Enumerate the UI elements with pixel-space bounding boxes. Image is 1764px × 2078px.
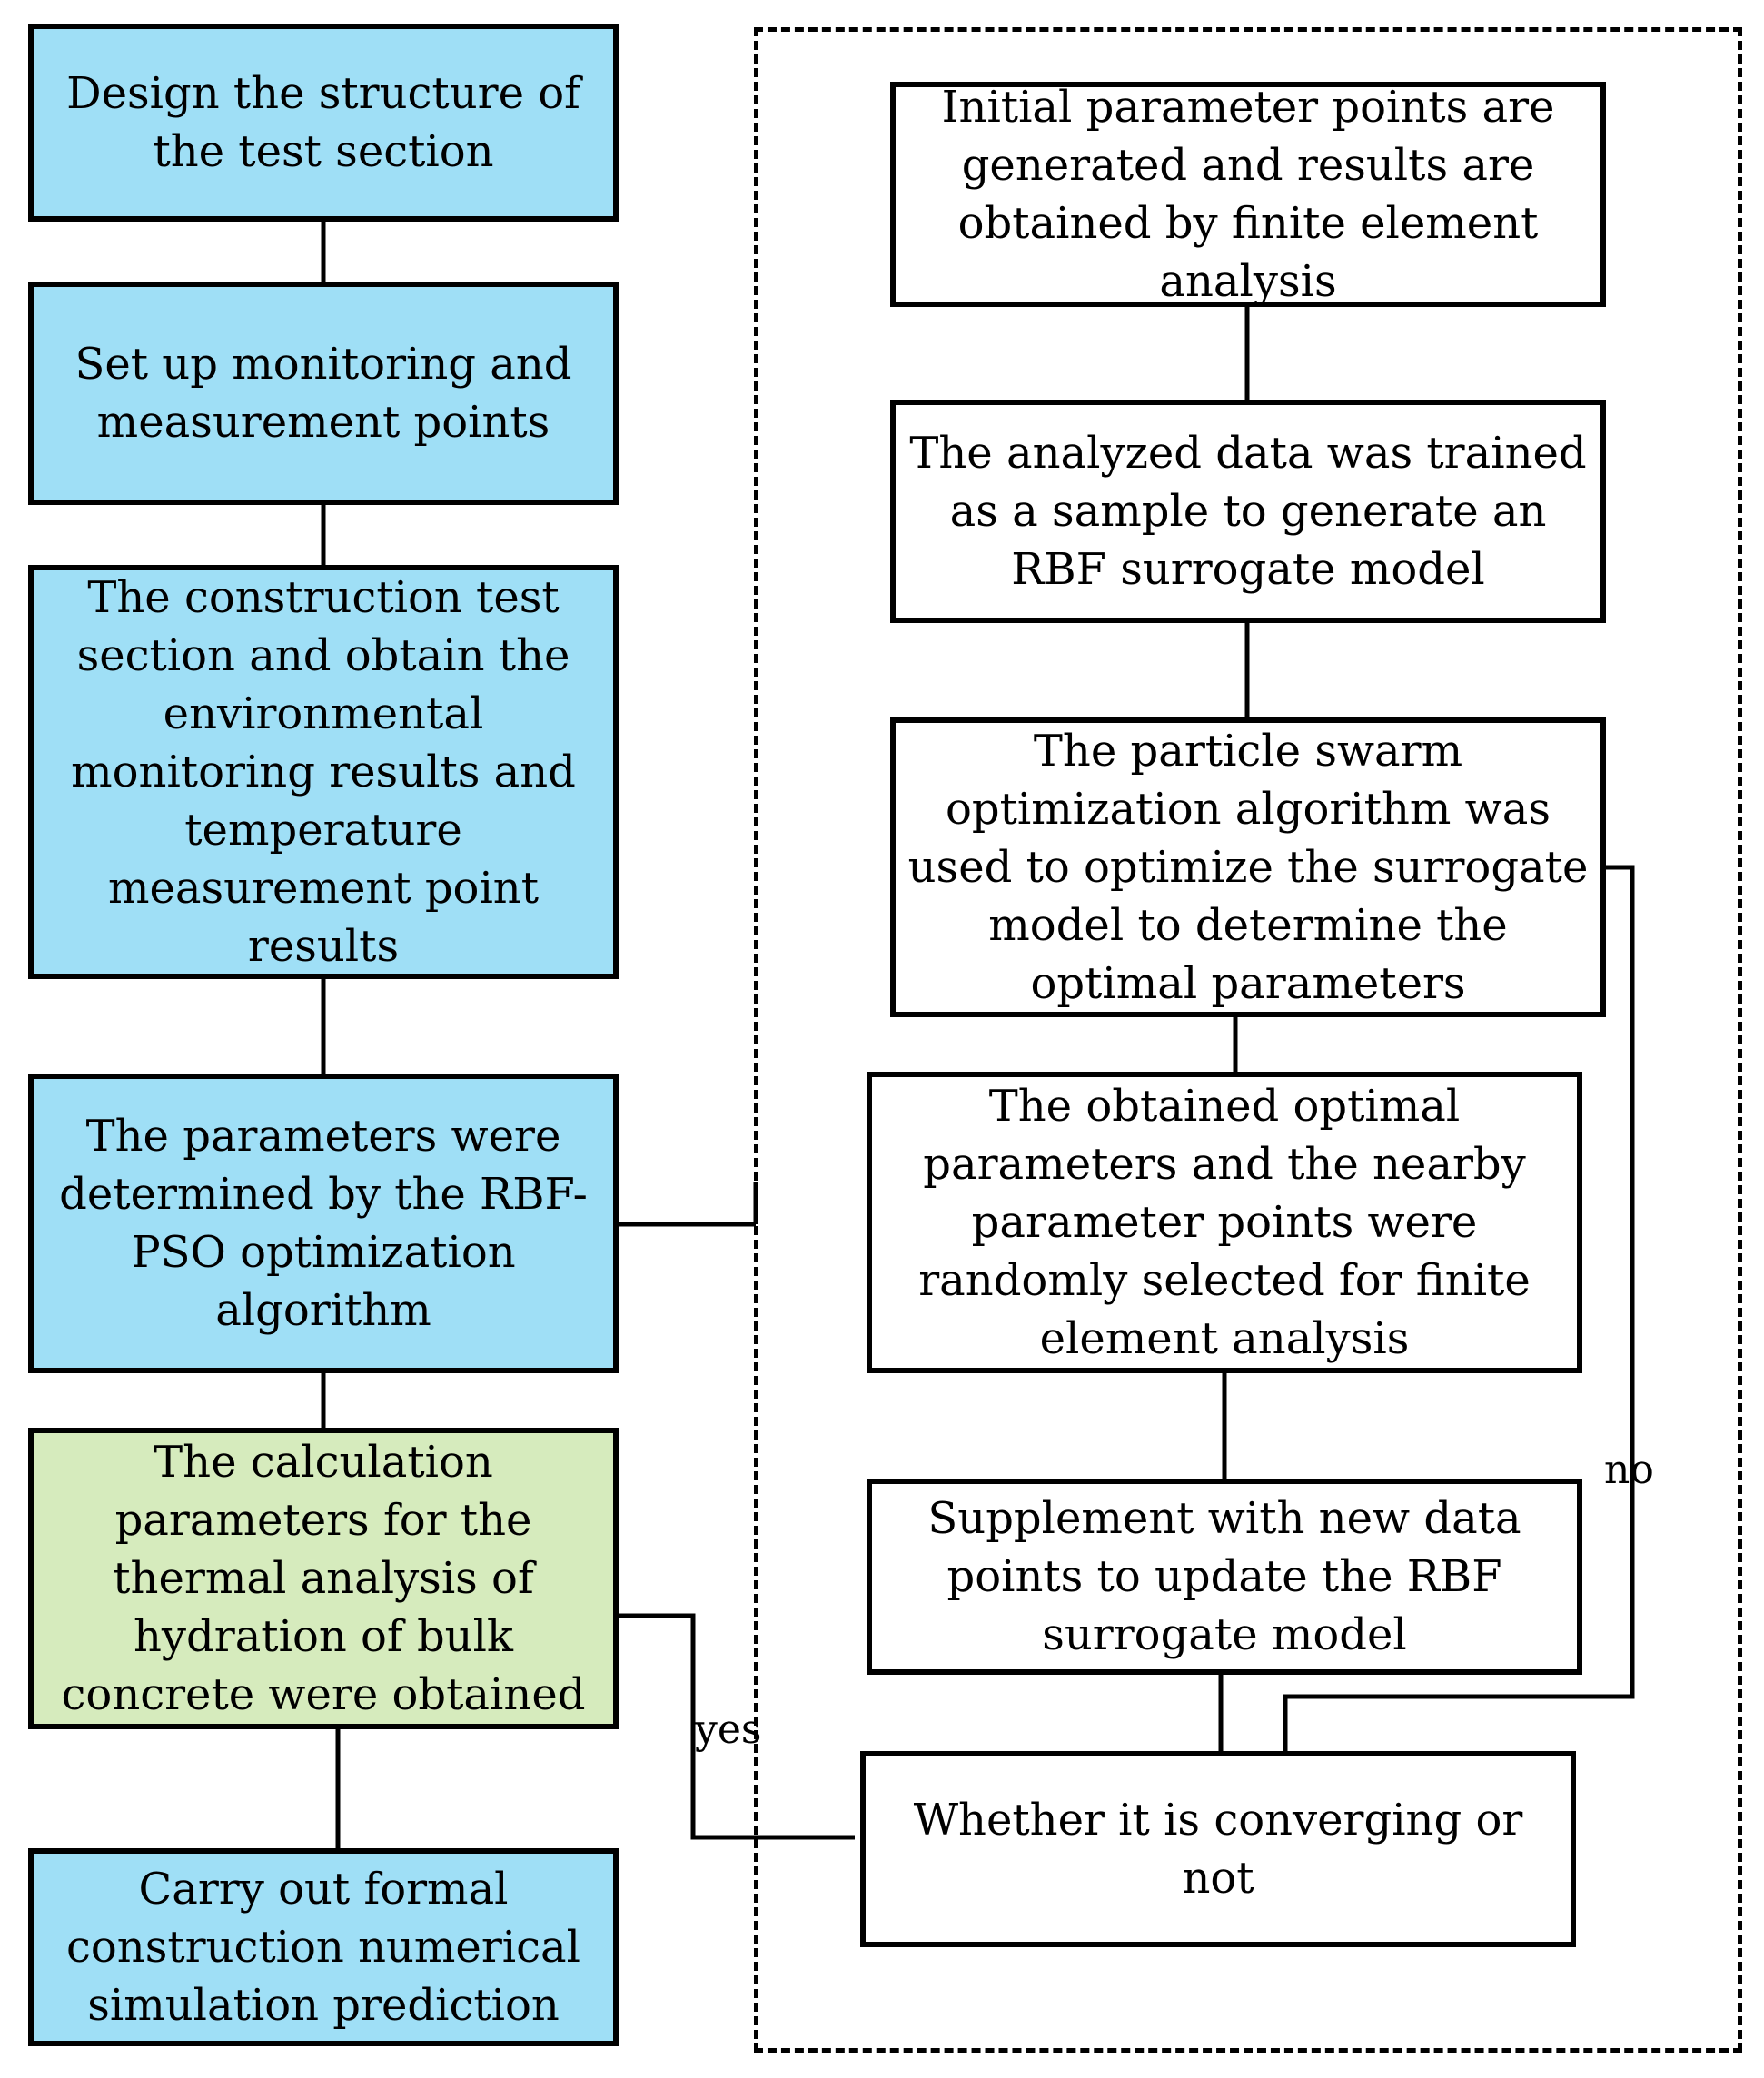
step-initial-parameter-points-text: Initial parameter points are generated a… <box>941 82 1555 307</box>
step-design-structure-text: Design the structure of the test section <box>66 68 580 177</box>
step-monitoring-points: Set up monitoring and measurement points <box>28 282 619 505</box>
step-formal-simulation-text: Carry out formal construction numerical … <box>66 1864 580 2031</box>
yes-label: yes <box>695 1707 762 1753</box>
step-convergence-check: Whether it is converging or not <box>860 1751 1576 1947</box>
step-rbf-pso-parameters-text: The parameters were determined by the RB… <box>59 1111 588 1336</box>
step-formal-simulation: Carry out formal construction numerical … <box>28 1848 619 2046</box>
step-pso-optimize-text: The particle swarm optimization algorith… <box>907 726 1589 1009</box>
step-calculation-parameters-text: The calculation parameters for the therm… <box>61 1437 586 1720</box>
step-calculation-parameters: The calculation parameters for the therm… <box>28 1428 619 1729</box>
step-pso-optimize: The particle swarm optimization algorith… <box>890 717 1606 1017</box>
yes-path-line <box>607 1613 855 1840</box>
step-construction-test-section: The construction test section and obtain… <box>28 565 619 979</box>
step-initial-parameter-points: Initial parameter points are generated a… <box>890 82 1606 307</box>
no-label: no <box>1604 1447 1654 1493</box>
step-update-rbf-model: Supplement with new data points to updat… <box>867 1479 1582 1675</box>
step-train-rbf-model: The analyzed data was trained as a sampl… <box>890 400 1606 623</box>
step-design-structure: Design the structure of the test section <box>28 24 619 222</box>
step-construction-test-section-text: The construction test section and obtain… <box>71 572 576 972</box>
step-rbf-pso-parameters: The parameters were determined by the RB… <box>28 1074 619 1373</box>
step-train-rbf-model-text: The analyzed data was trained as a sampl… <box>909 428 1587 595</box>
step-finite-element-analysis: The obtained optimal parameters and the … <box>867 1072 1582 1373</box>
step-monitoring-points-text: Set up monitoring and measurement points <box>74 339 572 448</box>
loop-dashed-border <box>754 27 1742 2053</box>
step-convergence-check-text: Whether it is converging or not <box>913 1795 1523 1904</box>
step-finite-element-analysis-text: The obtained optimal parameters and the … <box>918 1081 1531 1364</box>
step-update-rbf-model-text: Supplement with new data points to updat… <box>927 1493 1521 1660</box>
no-loop-line <box>1283 865 1635 1751</box>
